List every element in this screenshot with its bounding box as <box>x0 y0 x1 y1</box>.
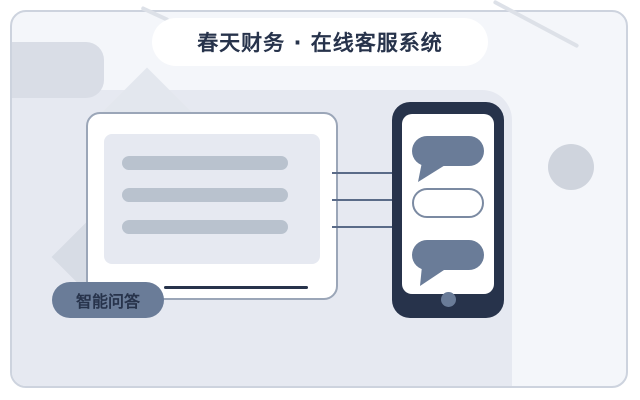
chat-bubble-outline-icon <box>412 188 484 218</box>
chat-bubble-icon <box>412 240 484 270</box>
connector-line <box>332 199 398 201</box>
text-line-placeholder <box>122 220 288 234</box>
smartphone-icon <box>392 102 504 318</box>
chat-bubble-tail-icon <box>420 266 450 286</box>
text-line-placeholder <box>122 188 288 202</box>
chat-bubble-tail-icon <box>418 162 450 182</box>
text-line-placeholder <box>122 156 288 170</box>
monitor-screen <box>104 134 320 264</box>
decor-circle-shape <box>548 144 594 190</box>
connector-line <box>332 172 398 174</box>
connector-line <box>332 226 398 228</box>
monitor-icon <box>86 112 338 300</box>
page-title: 春天财务 · 在线客服系统 <box>152 18 488 66</box>
smart-qa-badge: 智能问答 <box>52 282 164 318</box>
monitor-stand <box>164 286 308 289</box>
decor-pill-shape <box>12 42 104 98</box>
phone-screen <box>402 114 494 294</box>
home-button-icon <box>441 292 456 307</box>
chat-bubble-icon <box>412 136 484 166</box>
